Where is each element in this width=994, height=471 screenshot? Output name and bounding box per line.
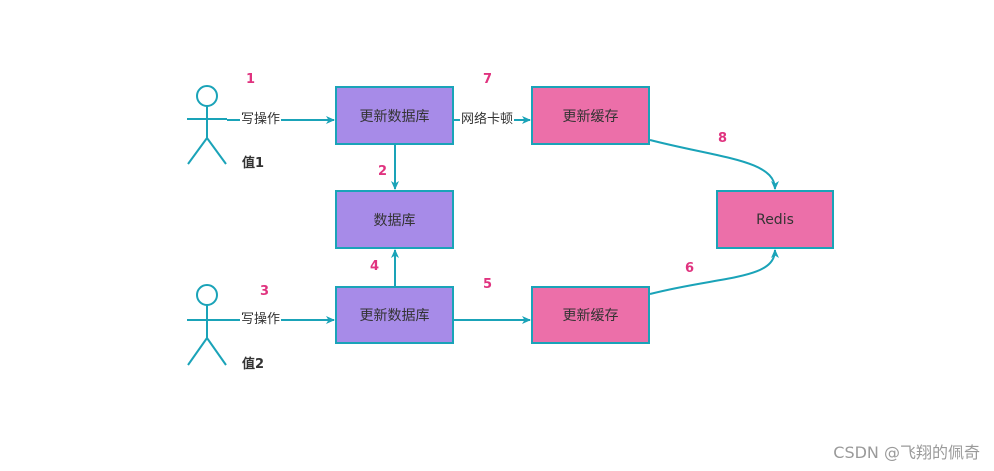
step-number-4: 4 <box>370 259 380 274</box>
node-label: 更新数据库 <box>359 308 430 324</box>
watermark: CSDN @飞翔的佩奇 <box>833 443 980 462</box>
edge-cache2-to-redis <box>649 249 779 295</box>
node-label: 更新缓存 <box>562 308 619 324</box>
node-update-cache-1: 更新缓存 <box>531 86 650 145</box>
stick-figure-icon <box>187 85 227 165</box>
step-number-1: 1 <box>246 72 256 87</box>
step-number-2: 2 <box>378 164 388 179</box>
stick-figure-icon <box>187 284 227 366</box>
edge-cache1-to-redis <box>649 139 779 190</box>
node-update-db-1: 更新数据库 <box>335 86 454 145</box>
step-number-6: 6 <box>685 261 695 276</box>
node-database: 数据库 <box>335 190 454 249</box>
edge-label-write-1: 写操作 <box>240 112 282 128</box>
step-number-8: 8 <box>718 131 728 146</box>
node-label: Redis <box>756 211 794 228</box>
node-label: 更新数据库 <box>359 108 430 125</box>
actor-label-1: 值1 <box>242 156 265 171</box>
node-label: 数据库 <box>373 212 416 229</box>
step-number-3: 3 <box>260 284 270 299</box>
actor-label-2: 值2 <box>242 357 265 372</box>
edge-label-write-2: 写操作 <box>240 312 282 328</box>
node-update-db-2: 更新数据库 <box>335 286 454 344</box>
step-number-5: 5 <box>483 277 493 292</box>
node-update-cache-2: 更新缓存 <box>531 286 650 344</box>
edge-label-network-lag: 网络卡顿 <box>460 112 515 128</box>
node-redis: Redis <box>716 190 834 249</box>
node-label: 更新缓存 <box>562 108 619 125</box>
step-number-7: 7 <box>483 72 493 87</box>
